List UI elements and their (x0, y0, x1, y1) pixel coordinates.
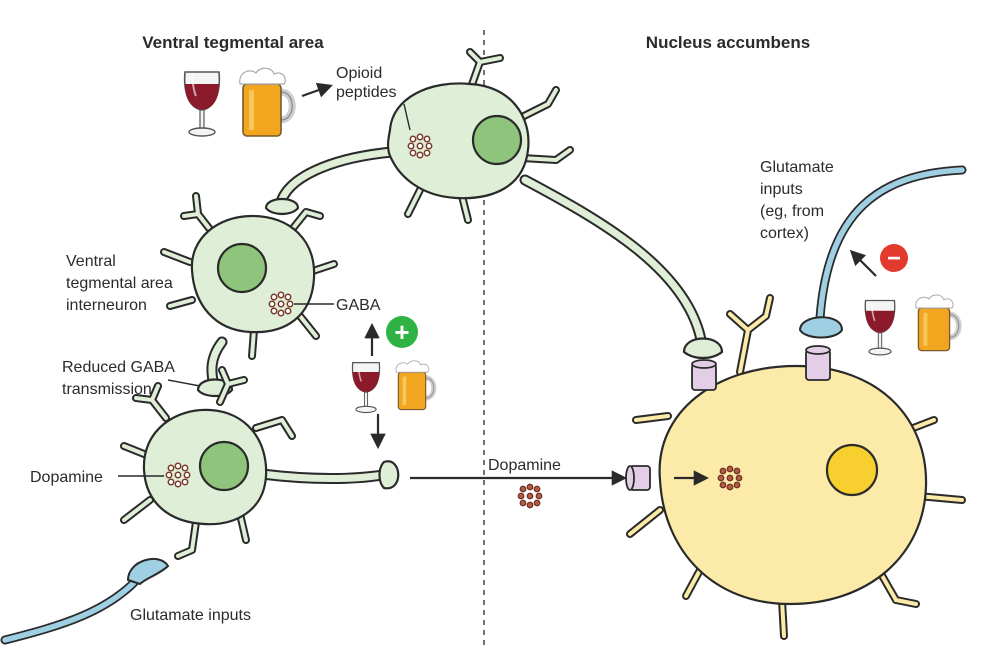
opioid-vesicles (407, 133, 433, 159)
arrow-to-opioid (301, 82, 333, 98)
accumbens-neuron (626, 294, 966, 640)
label-reduced-gaba-2: transmission (62, 381, 152, 398)
label-dopamine-left: Dopamine (30, 469, 103, 486)
plus-sign-icon: + (386, 316, 418, 348)
opioid-neuron-axon (519, 174, 724, 360)
gaba-vesicles (268, 291, 294, 317)
label-interneuron-3: interneuron (66, 297, 147, 314)
dopamine-vesicles-accumbens (717, 465, 743, 491)
receptor-opioid-input (691, 359, 717, 391)
label-glutamate-bottom: Glutamate inputs (130, 607, 251, 624)
glutamate-axon-bottom (0, 557, 170, 645)
label-interneuron-1: Ventral (66, 253, 116, 270)
opioid-peptide-neuron (386, 48, 574, 224)
label-glutamate-right-2: inputs (760, 181, 803, 198)
leader-opioid (403, 103, 411, 131)
label-opioid: Opioid (336, 65, 382, 82)
label-gaba: GABA (336, 297, 381, 314)
vta-dopamine-neuron (120, 366, 296, 560)
beer-mug-icon (240, 68, 292, 136)
heading-ventral-tegmental-area: Ventral tegmental area (142, 33, 324, 52)
vta-interneuron (160, 192, 338, 398)
minus-sign-icon: − (880, 244, 908, 272)
glutamate-axon-right (798, 165, 967, 339)
heading-nucleus-accumbens: Nucleus accumbens (646, 33, 810, 52)
arrow-glutamate-inhibit (849, 249, 877, 277)
opioid-neuron-axon-to-interneuron (264, 146, 398, 216)
beer-mug-icon (396, 361, 434, 410)
wine-glass-icon (864, 299, 896, 356)
svg-text:−: − (887, 245, 901, 272)
svg-text:+: + (394, 317, 409, 347)
wine-glass-icon (183, 71, 221, 137)
label-glutamate-right-4: cortex) (760, 225, 809, 242)
label-glutamate-right-1: Glutamate (760, 159, 834, 176)
dopamine-vesicles-cleft (517, 483, 543, 509)
label-peptides: peptides (336, 84, 397, 101)
dopamine-neuron-axon (256, 460, 400, 490)
wine-glass-icon (351, 361, 381, 414)
dopamine-vesicles-vta (165, 462, 191, 488)
receptor-dopamine (625, 465, 651, 491)
label-reduced-gaba-1: Reduced GABA (62, 359, 175, 376)
leader-reduced-gaba (167, 379, 201, 387)
label-interneuron-2: tegmental area (66, 275, 173, 292)
beer-mug-icon (916, 295, 959, 351)
receptor-glutamate-input (805, 345, 831, 381)
label-dopamine-center: Dopamine (488, 457, 561, 474)
label-glutamate-right-3: (eg, from (760, 203, 824, 220)
